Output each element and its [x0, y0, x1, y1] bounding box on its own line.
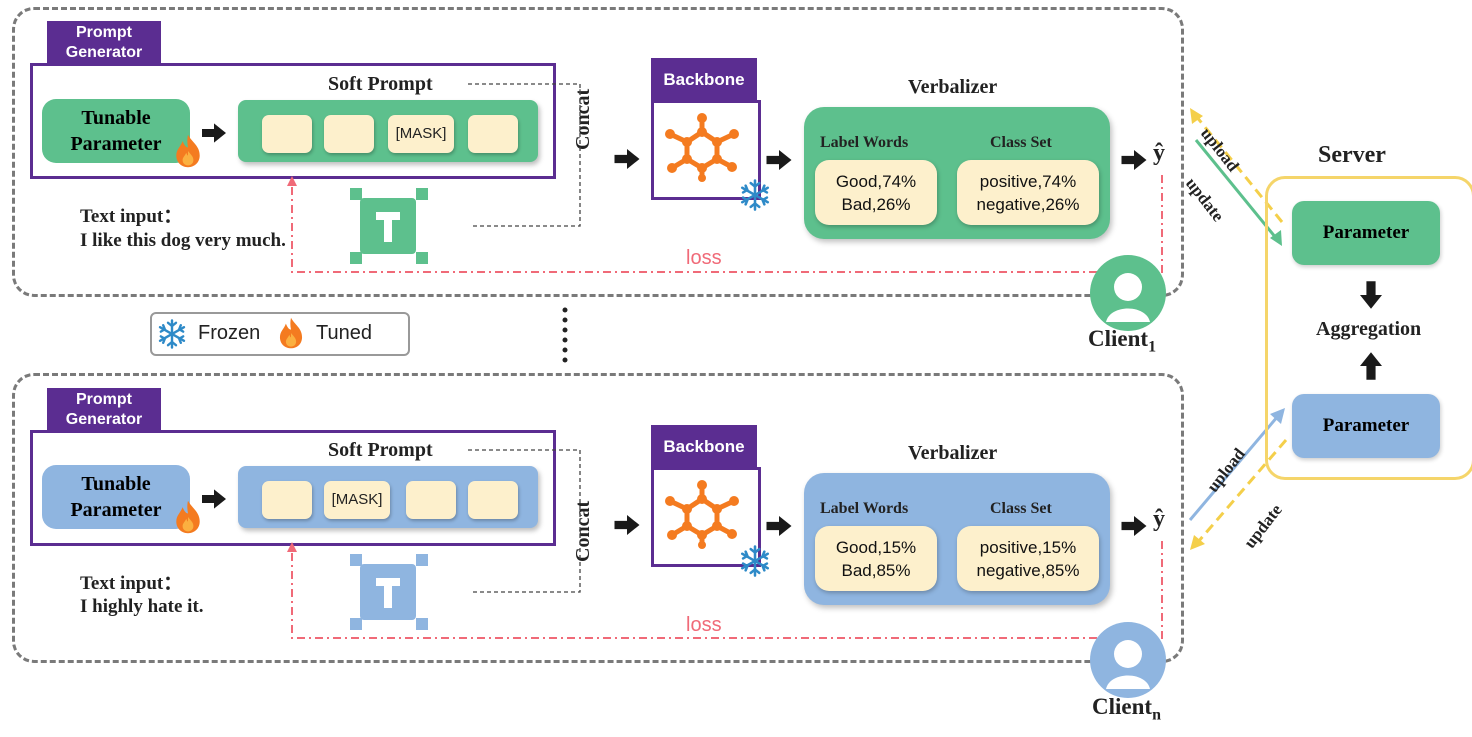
output-y-hat: ŷ — [1153, 140, 1165, 166]
client-avatar-icon — [1090, 255, 1166, 331]
update-arrow-line — [1196, 439, 1288, 543]
prompt-slot — [468, 115, 518, 153]
soft-prompt-label: Soft Prompt — [328, 439, 433, 461]
text-input-label: Text input： — [80, 573, 183, 594]
label-word: Bad,85% — [841, 561, 911, 580]
loss-path — [291, 541, 1163, 639]
backbone-label: Backbone — [663, 70, 745, 89]
label-word: Bad,26% — [841, 195, 911, 214]
server-parameter-bottom: Parameter — [1292, 394, 1440, 458]
mask-slot: [MASK] — [324, 481, 390, 519]
concat-dashed-line — [468, 449, 581, 593]
arrow-down-icon — [1360, 281, 1382, 309]
client-n-panel — [12, 373, 1184, 663]
label-word: Good,74% — [835, 172, 917, 191]
prompt-generator-label: Prompt Generator — [65, 391, 143, 428]
soft-prompt-label: Soft Prompt — [328, 73, 433, 95]
update-arrowhead — [1190, 535, 1205, 550]
prompt-generator-label: Prompt Generator — [65, 24, 143, 61]
tunable-parameter-label: Tunable Parameter — [70, 107, 162, 155]
tunable-parameter-box: Tunable Parameter — [42, 465, 190, 529]
label-word: Good,15% — [835, 538, 917, 557]
loss-arrowhead — [287, 176, 297, 186]
tunable-parameter-box: Tunable Parameter — [42, 99, 190, 163]
prompt-slot — [324, 115, 374, 153]
label-words-card: Good,74% Bad,26% — [815, 160, 937, 225]
class-set-title: Class Set — [990, 500, 1052, 517]
label-words-title: Label Words — [820, 500, 909, 517]
client-subscript: 1 — [1148, 338, 1157, 356]
backbone-tag: Backbone — [651, 58, 757, 102]
client-avatar-icon — [1090, 622, 1166, 698]
class-item: negative,85% — [976, 561, 1080, 580]
loss-path — [291, 175, 1163, 273]
update-arrowhead — [1270, 230, 1282, 246]
class-item: positive,74% — [979, 172, 1077, 191]
loss-arrowhead — [287, 542, 297, 552]
server-parameter-top: Parameter — [1292, 201, 1440, 265]
prompt-slot — [262, 115, 312, 153]
upload-arrow-line — [1188, 415, 1280, 521]
ellipsis-dots — [562, 307, 568, 363]
text-token-icon — [350, 188, 428, 264]
loss-label: loss — [686, 614, 722, 636]
verbalizer-label: Verbalizer — [908, 76, 998, 98]
concat-dashed-line — [468, 83, 581, 227]
text-input-label: Text input： — [80, 206, 183, 227]
backbone-tag: Backbone — [651, 425, 757, 469]
backbone-label: Backbone — [663, 437, 745, 456]
label-words-card: Good,15% Bad,85% — [815, 526, 937, 591]
client-subscript: n — [1152, 706, 1161, 724]
prompt-generator-tag: Prompt Generator — [47, 388, 161, 434]
aggregation-label: Aggregation — [1316, 318, 1422, 340]
label-words-title: Label Words — [820, 134, 909, 151]
mask-slot: [MASK] — [388, 115, 454, 153]
prompt-slot — [262, 481, 312, 519]
upload-arrowhead — [1270, 408, 1285, 424]
class-set-card: positive,15% negative,85% — [957, 526, 1099, 591]
server-title: Server — [1318, 142, 1386, 168]
output-y-hat: ŷ — [1153, 506, 1165, 532]
class-set-title: Class Set — [990, 134, 1052, 151]
class-item: positive,15% — [979, 538, 1077, 557]
client-1-panel — [12, 7, 1184, 297]
class-item: negative,26% — [976, 195, 1080, 214]
arrow-up-icon — [1360, 352, 1382, 380]
client-1-name: Client1 — [1088, 326, 1157, 356]
class-set-card: positive,74% negative,26% — [957, 160, 1099, 225]
prompt-slot — [406, 481, 456, 519]
snowflake-icon — [156, 318, 188, 350]
legend-box — [150, 312, 410, 356]
update-arrow-line — [1194, 139, 1278, 239]
legend-frozen-label: Frozen — [198, 322, 261, 344]
legend-tuned-label: Tuned — [316, 322, 372, 344]
tunable-parameter-label: Tunable Parameter — [70, 473, 162, 521]
server-box — [1265, 176, 1472, 480]
prompt-slot — [468, 481, 518, 519]
upload-arrowhead — [1190, 108, 1203, 124]
prompt-generator-tag: Prompt Generator — [47, 21, 161, 67]
verbalizer-label: Verbalizer — [908, 442, 998, 464]
text-input-value: I like this dog very much. — [80, 230, 286, 251]
text-token-icon — [350, 554, 428, 630]
flame-icon — [274, 316, 308, 350]
loss-label: loss — [686, 247, 722, 269]
client-n-name: Clientn — [1092, 694, 1161, 724]
text-input-value: I highly hate it. — [80, 596, 204, 617]
